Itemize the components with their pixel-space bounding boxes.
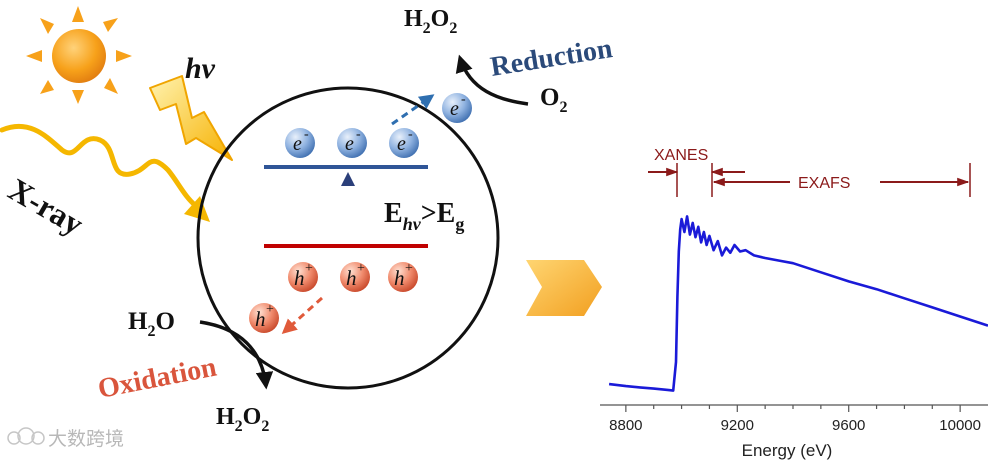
- watermark-logo-icon: [7, 427, 45, 445]
- condition-e: E: [384, 198, 403, 229]
- xray-label: X-ray: [3, 171, 90, 242]
- electron-symbol: e: [345, 133, 354, 155]
- hole-symbol: h: [346, 266, 357, 290]
- formula-part: H: [404, 6, 423, 32]
- reduction-product: H2O2: [404, 6, 457, 37]
- oxidation-product: H2O2: [216, 404, 269, 435]
- formula-part: H: [216, 404, 235, 430]
- formula-sub: 2: [147, 323, 155, 340]
- exafs-label: EXAFS: [798, 175, 850, 192]
- x-tick-label: 10000: [939, 417, 981, 434]
- hole-migration-arrow: [281, 296, 324, 335]
- watermark-text: 大数跨境: [48, 428, 124, 450]
- x-axis-label: Energy (eV): [742, 441, 833, 460]
- hole-charge: +: [357, 261, 365, 276]
- hole-charge: +: [405, 261, 413, 276]
- hole-charge: +: [305, 261, 313, 276]
- electron: e -: [285, 127, 315, 158]
- x-axis-tick-labels: 8800 9200 9600 10000: [609, 417, 981, 434]
- transition-arrow-icon: [526, 260, 602, 316]
- formula-part: O: [243, 404, 262, 430]
- hole: h +: [340, 261, 370, 292]
- formula-part: H: [128, 308, 148, 335]
- electron-symbol: e: [293, 133, 302, 155]
- formula-sub: 2: [235, 418, 243, 435]
- electron: e -: [389, 127, 419, 158]
- oxidation-reactant: H2O: [128, 308, 175, 340]
- xray-wave-icon: [0, 123, 210, 222]
- reduction-label: Reduction: [488, 33, 615, 83]
- hole: h +: [288, 261, 318, 292]
- reduction-arrow: [455, 54, 529, 106]
- x-tick-label: 9600: [832, 417, 865, 434]
- formula-sub: 2: [449, 20, 457, 37]
- sun-icon: [26, 6, 132, 104]
- hole-symbol: h: [394, 266, 405, 290]
- electron-charge: -: [304, 127, 309, 142]
- condition-sub-g: g: [455, 214, 464, 234]
- photocatalyst-particle: [196, 86, 500, 390]
- electron-charge: -: [461, 92, 466, 107]
- series-line: [608, 215, 988, 392]
- hole-symbol: h: [294, 266, 305, 290]
- formula-part: O: [155, 308, 174, 335]
- hole: h +: [388, 261, 418, 292]
- formula-sub: 2: [559, 99, 567, 116]
- electron-charge: -: [408, 127, 413, 142]
- electron-symbol: e: [450, 98, 459, 120]
- hv-label: hv: [185, 52, 216, 85]
- bandgap-condition: Ehv>Eg: [384, 198, 464, 234]
- condition-gt: >E: [421, 198, 456, 229]
- formula-sub: 2: [423, 20, 431, 37]
- formula-part: O: [540, 84, 559, 111]
- hole-symbol: h: [255, 307, 266, 331]
- xanes-label: XANES: [654, 147, 708, 164]
- oxidation-label: Oxidation: [95, 351, 219, 404]
- condition-sub-hv: hv: [403, 214, 422, 234]
- electron-surface: e -: [442, 92, 472, 123]
- x-tick-label: 9200: [721, 417, 754, 434]
- hole-surface: h +: [249, 302, 279, 333]
- x-axis-ticks: [625, 405, 961, 412]
- oxidation-arrow: [199, 320, 274, 390]
- x-tick-label: 8800: [609, 417, 642, 434]
- reduction-reactant: O2: [540, 84, 567, 116]
- xas-spectrum-chart: 8800 9200 9600 10000 Energy (eV) XANES EXAF…: [600, 147, 988, 460]
- electron-charge: -: [356, 127, 361, 142]
- electron-migration-arrow: [391, 94, 435, 126]
- lightning-bolt-icon: [149, 75, 233, 161]
- formula-part: O: [431, 6, 450, 32]
- electron: e -: [337, 127, 367, 158]
- hole-charge: +: [266, 302, 274, 317]
- bandgap-arrow-head: [341, 172, 355, 186]
- electron-symbol: e: [397, 133, 406, 155]
- formula-sub: 2: [261, 418, 269, 435]
